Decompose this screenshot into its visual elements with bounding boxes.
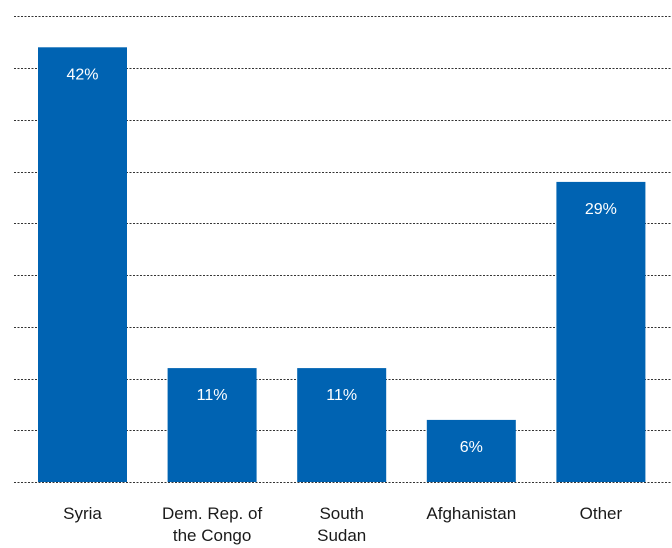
- x-tick-label-line: Syria: [63, 504, 102, 523]
- bar-value-label-3: 6%: [460, 439, 483, 456]
- x-tick-label-line: Dem. Rep. of: [162, 504, 262, 523]
- x-tick-label-0: Syria: [63, 504, 102, 523]
- bar-1: [167, 368, 257, 482]
- x-tick-label-line: the Congo: [173, 526, 251, 545]
- bar-0: [38, 47, 127, 483]
- bar-4: [556, 181, 646, 482]
- x-tick-label-4: Other: [580, 504, 623, 523]
- bars: [38, 47, 646, 483]
- bar-value-label-4: 29%: [585, 201, 617, 218]
- x-tick-label-3: Afghanistan: [426, 504, 516, 523]
- x-tick-label-line: Afghanistan: [426, 504, 516, 523]
- bar-3: [426, 419, 516, 482]
- bar-value-label-1: 11%: [197, 387, 228, 404]
- bar-value-label-2: 11%: [326, 387, 357, 404]
- x-tick-label-1: Dem. Rep. of the Congo: [162, 504, 262, 545]
- x-tick-label-line: Sudan: [317, 526, 366, 545]
- bar-value-labels: 42% 11% 11% 6% 29%: [66, 66, 616, 456]
- bar-2: [297, 368, 387, 482]
- x-tick-label-line: South: [319, 504, 363, 523]
- x-tick-label-line: Other: [580, 504, 623, 523]
- bar-value-label-0: 42%: [66, 66, 98, 83]
